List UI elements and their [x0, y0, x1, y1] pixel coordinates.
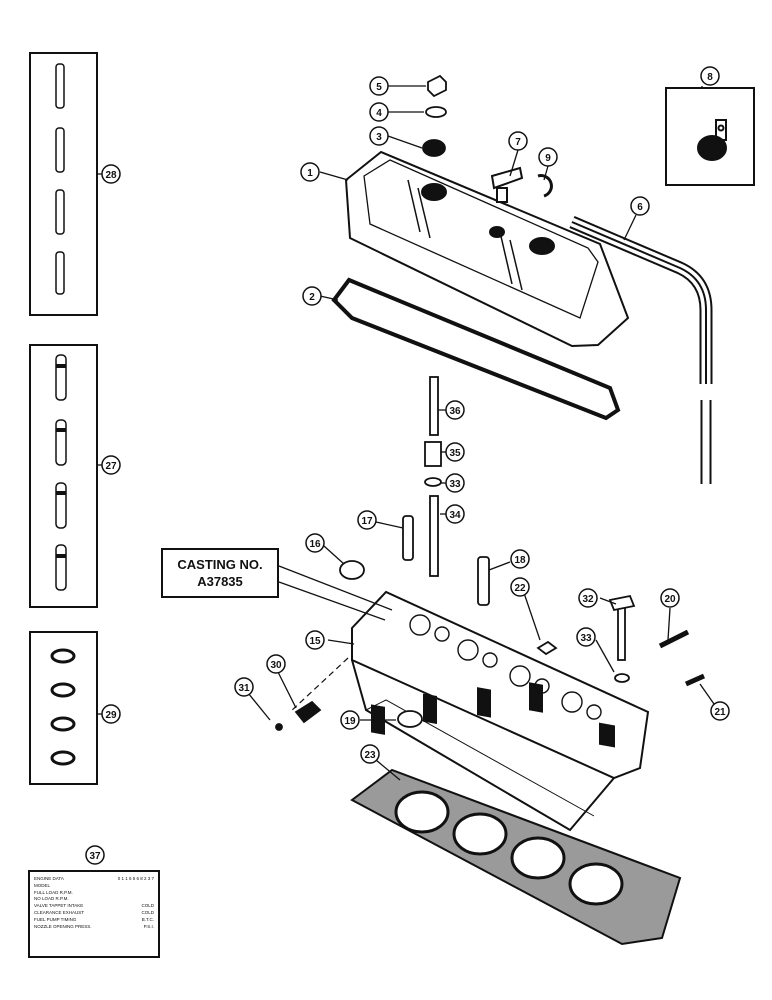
plate-row: NO LOAD R.P.M. — [34, 896, 69, 902]
breather-tube — [569, 216, 713, 484]
callout-1: 1 — [300, 162, 320, 182]
svg-text:16: 16 — [309, 539, 321, 550]
callout-3: 3 — [369, 126, 389, 146]
callout-35: 35 — [445, 442, 465, 462]
callout-31: 31 — [234, 677, 254, 697]
svg-text:35: 35 — [449, 448, 461, 459]
callout-7: 7 — [508, 131, 528, 151]
valve-cover-gasket — [331, 277, 621, 421]
svg-text:31: 31 — [238, 683, 250, 694]
svg-text:20: 20 — [664, 594, 676, 605]
callout-34: 34 — [445, 504, 465, 524]
svg-text:33: 33 — [449, 479, 461, 490]
callout-32: 32 — [578, 588, 598, 608]
rocker-stud-stack — [424, 376, 442, 577]
valve-cover — [344, 150, 630, 348]
valve-seat-insert-kit-29 — [29, 631, 98, 785]
plate-title: ENGINE DATA — [34, 876, 64, 881]
callout-27: 27 — [101, 455, 121, 475]
callout-19: 19 — [340, 710, 360, 730]
svg-text:4: 4 — [376, 108, 382, 119]
callouts: 1 2 3 4 5 6 7 8 9 15 16 17 18 19 20 21 2… — [85, 66, 730, 865]
svg-text:37: 37 — [89, 851, 101, 862]
item-8-detail-box — [665, 87, 755, 186]
head-gasket — [350, 768, 682, 946]
callout-17: 17 — [357, 510, 377, 530]
svg-text:5: 5 — [376, 82, 382, 93]
svg-text:22: 22 — [514, 583, 526, 594]
svg-text:32: 32 — [582, 594, 594, 605]
svg-text:29: 29 — [105, 710, 117, 721]
callout-9: 9 — [538, 147, 558, 167]
plate-header: ENGINE DATA 0 1 1 6 5 6 8 2 3 7 — [34, 876, 154, 883]
svg-text:9: 9 — [545, 153, 551, 164]
plate-row: MODEL — [34, 882, 51, 888]
svg-text:30: 30 — [270, 660, 282, 671]
svg-text:17: 17 — [361, 516, 373, 527]
cylinder-head — [351, 590, 650, 832]
casting-number-label: CASTING NO. A37835 — [161, 548, 279, 598]
svg-text:33: 33 — [580, 633, 592, 644]
leader-lines — [97, 85, 715, 781]
cover-nut-washer-seal — [422, 74, 447, 157]
callout-22: 22 — [510, 577, 530, 597]
dowels-and-plugs — [339, 515, 558, 656]
callout-33a: 33 — [576, 627, 596, 647]
callout-28: 28 — [101, 164, 121, 184]
temp-sender-and-fasteners — [275, 594, 706, 731]
svg-text:3: 3 — [376, 132, 382, 143]
callout-5: 5 — [369, 76, 389, 96]
plate-row: NOZZLE OPENING PRESS.P.S.I. — [34, 923, 154, 929]
callout-8: 8 — [700, 66, 720, 86]
breather-fitting — [490, 166, 553, 203]
callout-16: 16 — [305, 533, 325, 553]
svg-text:18: 18 — [514, 555, 526, 566]
svg-text:2: 2 — [309, 292, 315, 303]
svg-text:21: 21 — [714, 707, 726, 718]
callout-2: 2 — [302, 286, 322, 306]
svg-text:1: 1 — [307, 168, 313, 179]
svg-text:23: 23 — [364, 750, 376, 761]
svg-text:7: 7 — [515, 137, 521, 148]
svg-text:15: 15 — [309, 636, 321, 647]
svg-text:19: 19 — [344, 716, 356, 727]
callout-23: 23 — [360, 744, 380, 764]
callout-18: 18 — [510, 549, 530, 569]
casting-label-line2: A37835 — [197, 574, 243, 589]
plate-code: 0 1 1 6 5 6 8 2 3 7 — [117, 876, 154, 881]
callout-20: 20 — [660, 588, 680, 608]
callout-33b: 33 — [445, 473, 465, 493]
callout-30: 30 — [266, 654, 286, 674]
callout-29: 29 — [101, 704, 121, 724]
callout-4: 4 — [369, 102, 389, 122]
plate-row: FULL LOAD R.P.M. — [34, 889, 73, 895]
svg-text:8: 8 — [707, 72, 713, 83]
svg-text:36: 36 — [449, 406, 461, 417]
svg-text:6: 6 — [637, 202, 643, 213]
casting-label-line1: CASTING NO. — [177, 557, 263, 572]
engine-data-plate: ENGINE DATA 0 1 1 6 5 6 8 2 3 7 MODEL FU… — [28, 870, 160, 958]
svg-text:27: 27 — [105, 461, 117, 472]
callout-6: 6 — [630, 196, 650, 216]
callout-15: 15 — [305, 630, 325, 650]
callout-21: 21 — [710, 701, 730, 721]
svg-text:34: 34 — [449, 510, 461, 521]
callout-36: 36 — [445, 400, 465, 420]
valve-guide-kit-27 — [29, 344, 98, 608]
svg-text:28: 28 — [105, 170, 117, 181]
valve-guide-kit-28 — [29, 52, 98, 316]
callout-37: 37 — [85, 845, 105, 865]
